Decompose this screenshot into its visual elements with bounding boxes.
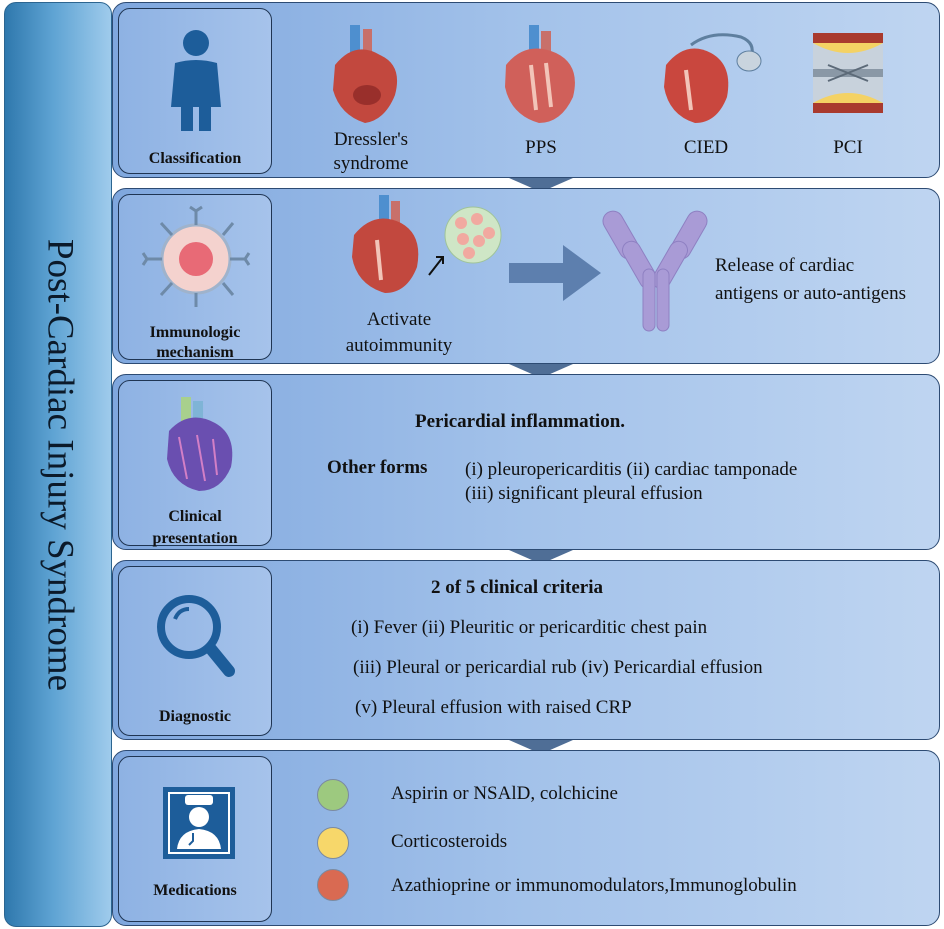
heart-dressler-icon — [333, 25, 398, 123]
pci-stent-icon — [813, 33, 883, 113]
dressler-label-line2: syndrome — [333, 153, 409, 174]
other-forms-line2: (iii) significant pleural effusion — [465, 483, 703, 504]
sidebar-banner: Post-Cardiac Injury Syndrome — [4, 2, 112, 927]
medications-label: Medications — [153, 882, 237, 899]
magnifier-icon — [157, 595, 235, 677]
pps-label: PPS — [525, 137, 557, 158]
dressler-label-line1: Dressler's — [333, 129, 409, 150]
clinical-label-line1: Clinical — [168, 508, 222, 525]
immune-cell-icon — [141, 205, 251, 307]
diagnostic-box: Diagnostic — [118, 566, 272, 736]
diagnostic-label: Diagnostic — [159, 708, 231, 725]
diagnostic-panel: Diagnostic 2 of 5 clinical criteria (i) … — [112, 560, 940, 740]
antibody-icon — [602, 210, 708, 332]
heart-pps-icon — [505, 25, 575, 124]
immunologic-panel: Immunologic mechanism Activate autoimmun… — [112, 188, 940, 364]
clinical-box: Clinical presentation — [118, 380, 272, 547]
heart-inflammation-icon — [167, 397, 233, 491]
medications-box: Medications — [118, 756, 272, 922]
doctor-icon — [163, 787, 235, 859]
clinical-label-line2: presentation — [152, 530, 238, 547]
classification-panel: Classification Dressler's syndrome PPS C… — [112, 2, 940, 178]
diagram-title: Post-Cardiac Injury Syndrome — [39, 238, 81, 692]
heart-cied-icon — [664, 33, 762, 124]
immunologic-box: Immunologic mechanism — [118, 194, 272, 361]
medication-dot-green — [317, 779, 349, 811]
release-label-line2: antigens or auto-antigens — [715, 283, 907, 304]
diagnostic-line2: (iii) Pleural or pericardial rub (iv) Pe… — [353, 657, 763, 678]
clinical-panel: Clinical presentation Pericardial inflam… — [112, 374, 940, 550]
medication-dot-red — [317, 869, 349, 901]
release-label-line1: Release of cardiac — [715, 255, 855, 276]
small-arrow-icon — [428, 256, 444, 276]
medication-item-1: Aspirin or NSAlD, colchicine — [391, 783, 618, 804]
immunologic-label-line2: mechanism — [156, 344, 234, 361]
diagnostic-line1: (i) Fever (ii) Pleuritic or pericarditic… — [351, 617, 708, 638]
medication-item-3: Azathioprine or immunomodulators,Immunog… — [391, 875, 797, 896]
person-icon — [171, 30, 221, 131]
medication-dot-yellow — [317, 827, 349, 859]
immunologic-label-line1: Immunologic — [149, 324, 241, 341]
cied-label: CIED — [683, 137, 729, 158]
other-forms-line1: (i) pleuropericarditis (ii) cardiac tamp… — [465, 459, 798, 480]
pci-label: PCI — [833, 137, 863, 158]
activate-label-line2: autoimmunity — [345, 335, 453, 356]
diagnostic-heading: 2 of 5 clinical criteria — [431, 577, 603, 598]
big-right-arrow-icon — [509, 245, 601, 301]
clinical-heading: Pericardial inflammation. — [415, 411, 626, 432]
medications-panel: Medications Aspirin or NSAlD, colchicine… — [112, 750, 940, 926]
diagnostic-line3: (v) Pleural effusion with raised CRP — [355, 697, 632, 718]
medication-item-2: Corticosteroids — [391, 831, 508, 852]
heart-autoimmunity-icon — [352, 195, 419, 293]
tissue-cells-icon — [444, 206, 502, 264]
classification-box: Classification — [118, 8, 272, 174]
other-forms-label: Other forms — [327, 457, 428, 478]
classification-label: Classification — [148, 150, 242, 167]
activate-label-line1: Activate — [366, 309, 432, 330]
